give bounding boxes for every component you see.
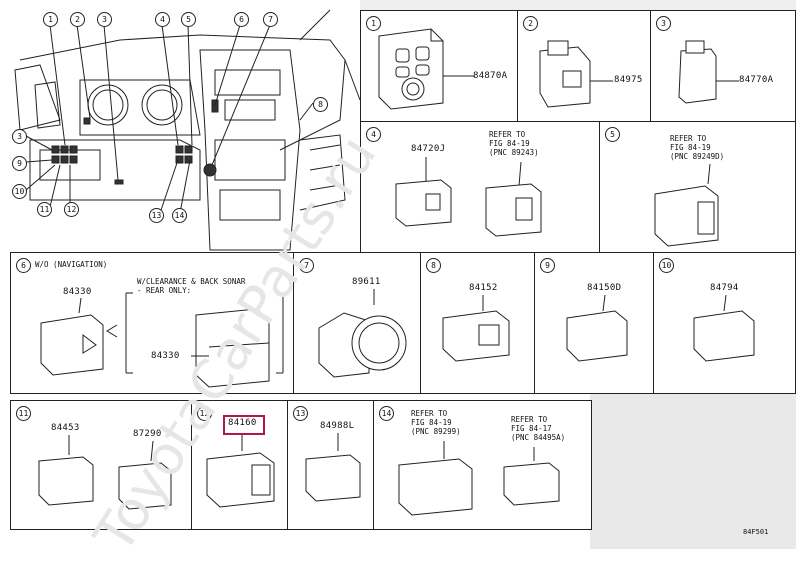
callout-12[interactable]: 12 [64,202,79,217]
panel-6: 6 W/O (NAVIGATION) 84330 W/CLEARANCE & B… [10,252,294,394]
reference-note[interactable]: REFER TO FIG 84-19 (PNC 89243) [489,130,539,157]
panel-number: 5 [605,127,620,142]
switch-drawing [566,294,628,362]
reference-note[interactable]: REFER TO FIG 84-17 (PNC 84495A) [511,415,566,442]
callout-1[interactable]: 1 [43,12,58,27]
part-number-highlighted[interactable]: 84160 [228,418,257,428]
callout-3[interactable]: 3 [97,12,112,27]
header-shade [360,0,796,10]
panel-1: 1 84870A [360,10,518,122]
callout-4[interactable]: 4 [155,12,170,27]
switch-drawing [654,163,719,247]
part-number[interactable]: 84770A [739,75,774,85]
switch-drawing [678,40,739,104]
callout-8[interactable]: 8 [313,97,328,112]
highlight-box [223,415,265,435]
panel-12: 12 84160 [191,400,288,530]
part-number[interactable]: 84794 [710,283,739,293]
part-number[interactable]: 84330 [63,287,92,297]
panel-number: 3 [656,16,671,31]
panel-3: 3 84770A [650,10,796,122]
panel-number: 7 [299,258,314,273]
panel-8: 8 84152 [420,252,535,394]
panel-14: 14 REFER TO FIG 84-19 (PNC 89299) REFER … [373,400,592,530]
switch-drawing [305,433,361,502]
panel-number: 11 [16,406,31,421]
panel-13: 13 84988L [287,400,374,530]
switch-drawing [693,294,755,362]
callout-13[interactable]: 13 [149,208,164,223]
part-number[interactable]: 84870A [473,71,508,81]
callout-5[interactable]: 5 [181,12,196,27]
panel-number: 10 [659,258,674,273]
parts-diagram: 1 2 3 4 5 6 7 8 3 9 10 11 12 13 14 1 848… [10,0,796,563]
variant-caption: W/CLEARANCE & BACK SONAR - REAR ONLY: [137,277,246,295]
part-number[interactable]: 84720J [411,144,446,154]
switch-drawings [40,292,284,388]
panel-number: 8 [426,258,441,273]
panel-number: 2 [523,16,538,31]
panel-5: 5 REFER TO FIG 84-19 (PNC 89249D) [599,121,796,253]
switch-drawings [38,435,172,510]
panel-number: 6 [16,258,31,273]
panel-10: 10 84794 [653,252,796,394]
callout-2[interactable]: 2 [70,12,85,27]
start-button-drawing [318,289,407,378]
part-number[interactable]: 84453 [51,423,80,433]
callout-6[interactable]: 6 [234,12,249,27]
panel-9: 9 84150D [534,252,654,394]
part-number[interactable]: 84975 [614,75,643,85]
panel-number: 14 [379,406,394,421]
reference-note[interactable]: REFER TO FIG 84-19 (PNC 89299) [411,409,461,436]
dashboard-overview-drawing [14,9,361,251]
part-number[interactable]: 87290 [133,429,162,439]
panel-7: 7 89611 [293,252,421,394]
callout-9[interactable]: 9 [12,156,27,171]
panel-4: 4 84720J REFER TO FIG 84-19 (PNC 89243) [360,121,600,253]
callout-7[interactable]: 7 [263,12,278,27]
part-number[interactable]: 89611 [352,277,381,287]
part-number[interactable]: 84330 [151,351,180,361]
callout-3b[interactable]: 3 [12,129,27,144]
part-number[interactable]: 84152 [469,283,498,293]
panel-number: 4 [366,127,381,142]
mirror-switch-drawing [378,28,475,110]
panel-number: 1 [366,16,381,31]
switch-drawing [442,295,510,362]
panel-title: W/O (NAVIGATION) [35,260,108,269]
panel-2: 2 84975 [517,10,651,122]
switch-drawing [206,435,275,508]
callout-14[interactable]: 14 [172,208,187,223]
panel-number: 13 [293,406,308,421]
reference-note[interactable]: REFER TO FIG 84-19 (PNC 89249D) [670,134,725,161]
part-number[interactable]: 84988L [320,421,355,431]
panel-11: 11 84453 87290 [10,400,192,530]
corner-shade [590,393,796,549]
switch-drawings [395,157,542,237]
switch-drawings [398,441,560,516]
callout-10[interactable]: 10 [12,184,27,199]
callout-11[interactable]: 11 [37,202,52,217]
panel-number: 9 [540,258,555,273]
diagram-code: 84F501 [743,528,769,536]
switch-drawing [539,40,613,108]
panel-number: 12 [197,406,212,421]
part-number[interactable]: 84150D [587,283,622,293]
